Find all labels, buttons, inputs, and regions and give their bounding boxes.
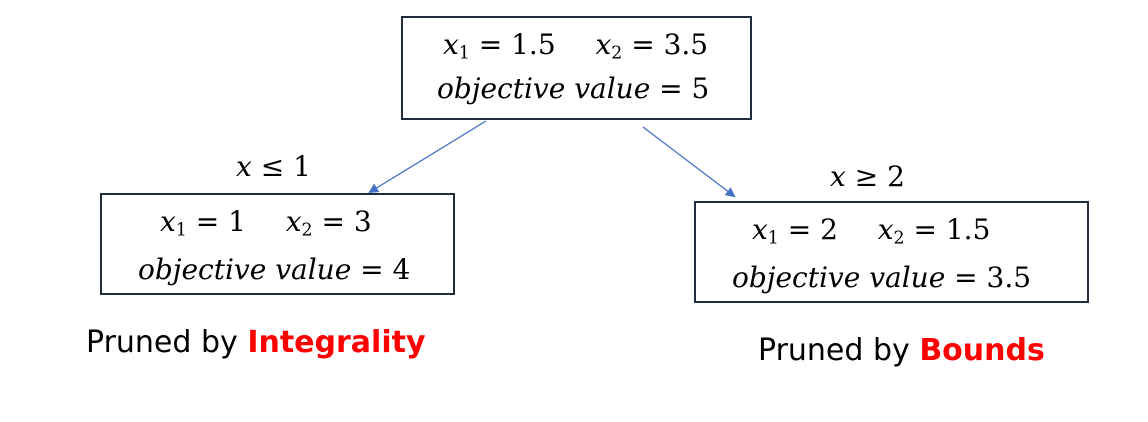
right-node: x1 = 2 x2 = 1.5 objective value = 3.5 [694, 201, 1089, 303]
var-x2-name: x [595, 28, 612, 61]
objective-value: 4 [392, 253, 411, 286]
objective-label: objective value [437, 72, 651, 105]
objective-value: 3.5 [986, 261, 1032, 294]
var-x1-subscript: 1 [767, 228, 779, 249]
var-x2-value: 1.5 [945, 213, 991, 246]
var-x2-subscript: 2 [301, 220, 313, 241]
condition-variable: x [236, 150, 252, 183]
condition-operator: ≥ [854, 160, 879, 193]
right-branch-condition: x ≥ 2 [830, 160, 905, 193]
left-variables: x1 = 1 x2 = 3 [160, 205, 372, 241]
edge-root-to-left [368, 120, 487, 194]
var-x1-subscript: 1 [458, 43, 470, 64]
var-x2-subscript: 2 [893, 228, 905, 249]
condition-value: 1 [293, 150, 311, 183]
var-x1-value: 2 [820, 213, 838, 246]
var-x1-name: x [443, 28, 459, 61]
left-node: x1 = 1 x2 = 3 objective value = 4 [100, 193, 455, 295]
root-variables: x1 = 1.5 x2 = 3.5 [443, 28, 709, 64]
left-branch-condition: x ≤ 1 [236, 150, 311, 183]
var-x1-name: x [752, 213, 768, 246]
condition-value: 2 [887, 160, 905, 193]
var-x2-name: x [285, 205, 302, 238]
objective-label: objective value [732, 261, 946, 294]
left-objective: objective value = 4 [138, 253, 411, 286]
var-x2-value: 3.5 [663, 28, 709, 61]
left-pruned-label: Pruned by Integrality [86, 325, 426, 360]
pruned-prefix: Pruned by [86, 325, 238, 360]
right-pruned-label: Pruned by Bounds [758, 333, 1045, 368]
var-x1-value: 1 [228, 205, 246, 238]
condition-operator: ≤ [260, 150, 285, 183]
var-x1-name: x [160, 205, 176, 238]
var-x1-subscript: 1 [175, 220, 187, 241]
edge-root-to-right [642, 126, 736, 198]
pruned-reason: Bounds [919, 333, 1045, 368]
root-objective: objective value = 5 [437, 72, 710, 105]
pruned-reason: Integrality [247, 325, 426, 360]
objective-label: objective value [138, 253, 352, 286]
root-node: x1 = 1.5 x2 = 3.5 objective value = 5 [401, 16, 752, 120]
var-x2-value: 3 [353, 205, 372, 238]
right-variables: x1 = 2 x2 = 1.5 [752, 213, 991, 249]
var-x2-name: x [877, 213, 894, 246]
condition-variable: x [830, 160, 846, 193]
objective-value: 5 [691, 72, 710, 105]
var-x2-subscript: 2 [611, 43, 623, 64]
right-objective: objective value = 3.5 [732, 261, 1032, 294]
var-x1-value: 1.5 [511, 28, 556, 61]
pruned-prefix: Pruned by [758, 333, 910, 368]
